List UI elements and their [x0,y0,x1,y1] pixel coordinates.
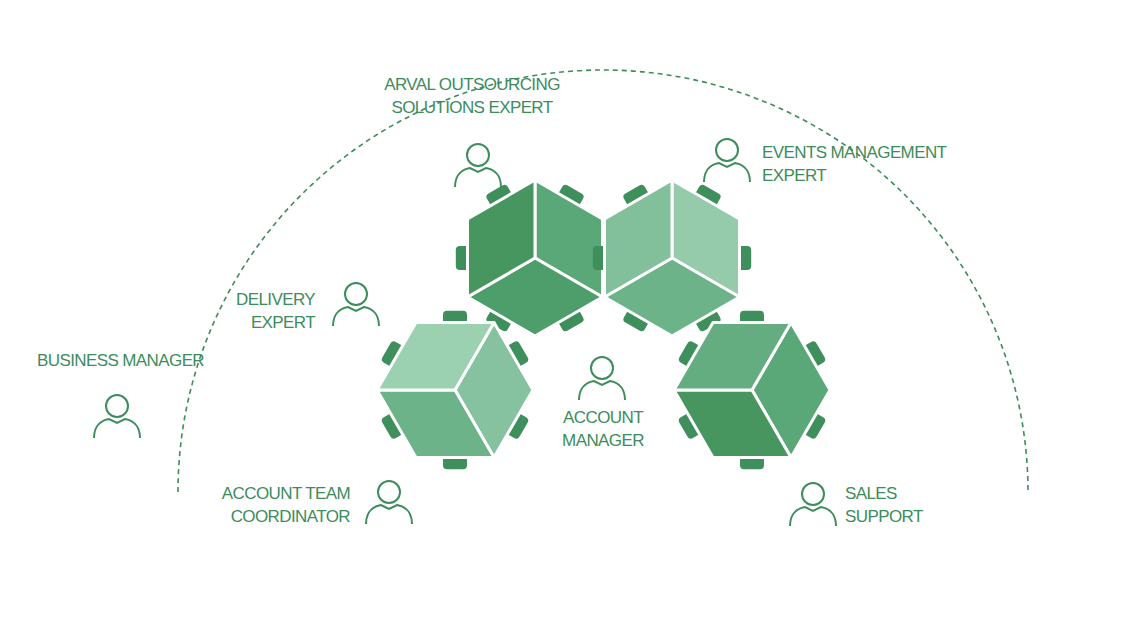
desk [674,323,791,391]
role-label: ACCOUNT MANAGER [548,406,658,452]
role-label: BUSINESS MANAGER [37,349,237,372]
role-label: ARVAL OUTSOURCING SOLUTIONS EXPERT [362,73,582,119]
role-label: DELIVERY EXPERT [205,288,315,334]
desk [377,323,494,391]
role-label: SALES SUPPORT [845,482,935,528]
desk [674,390,791,458]
dashed-arc [178,70,1028,492]
role-label: ACCOUNT TEAM COORDINATOR [200,482,350,528]
desk [377,390,494,458]
desk-clusters [377,180,830,469]
role-label: EVENTS MANAGEMENT EXPERT [762,141,952,187]
desk [605,180,673,297]
desk [468,180,536,297]
